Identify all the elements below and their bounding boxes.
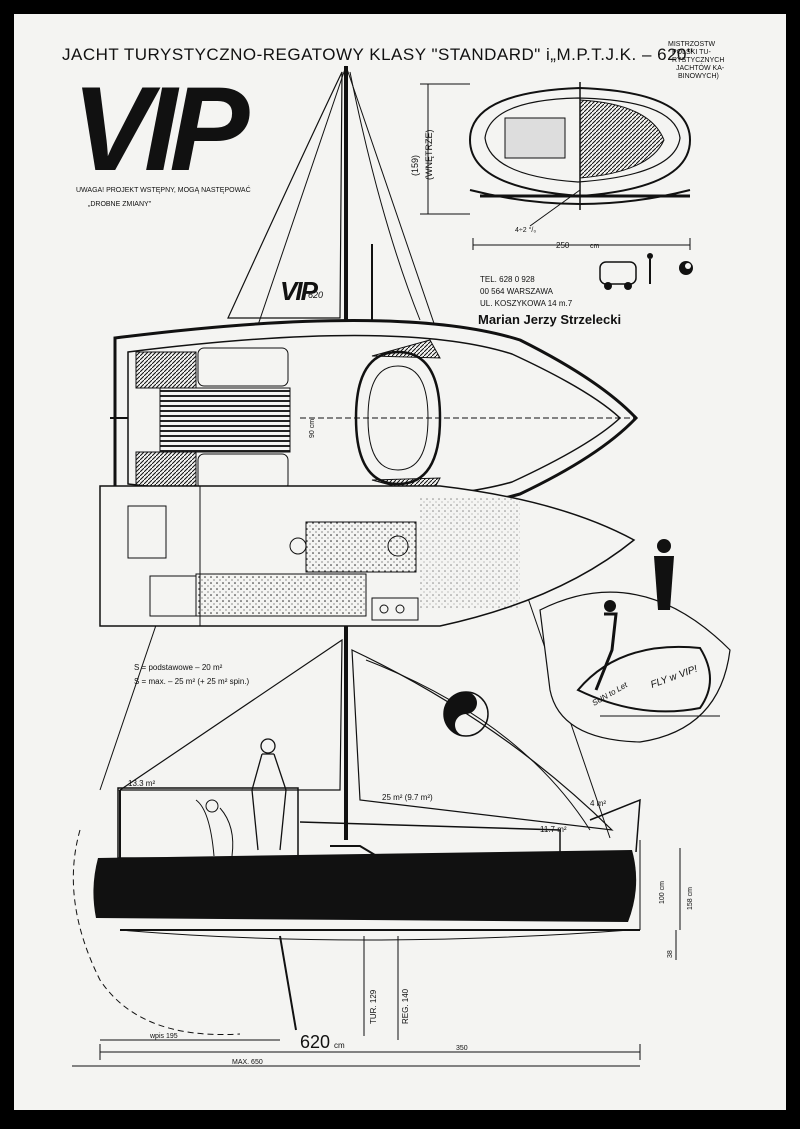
svg-text:BINOWYCH): BINOWYCH) <box>678 73 719 80</box>
section-interior: (WNĘTRZE) <box>424 130 434 181</box>
crew-figure <box>251 738 287 851</box>
svg-text:RYSTYCZNYCH: RYSTYCZNYCH <box>672 57 724 64</box>
note-line2: „DROBNE ZMIANY" <box>88 201 152 208</box>
plan-beam: 90 cm <box>309 419 316 438</box>
contact-phone: TEL. 628 0 928 <box>480 275 535 284</box>
sail-area-max: S = max. – 25 m² (+ 25 m² spin.) <box>134 677 249 686</box>
section-height: (159) <box>410 155 420 176</box>
hull-illustration: FLY w VIP! SUN to Let <box>539 539 731 743</box>
sail-area-genoa: 25 m² (9.7 m²) <box>382 793 433 802</box>
height-total: 158 cm <box>687 887 694 910</box>
keel-base: wpis 195 <box>149 1033 178 1040</box>
deck-plan: 90 cm <box>110 318 639 514</box>
section-width: 250 <box>556 241 570 250</box>
length-unit: cm <box>334 1041 345 1050</box>
badge-text: MISTRZOSTW POLSKI TU- RYSTYCZNYCH JACHTÓ… <box>668 41 725 80</box>
length-value: 620 <box>300 1032 330 1052</box>
vip-logo: VIP <box>72 62 250 196</box>
lwl-value: MAX. 650 <box>232 1059 263 1066</box>
sail-plan: S = podstawowe – 20 m² S = max. – 25 m² … <box>118 638 614 834</box>
svg-text:620: 620 <box>308 290 323 300</box>
hull-profile <box>72 787 641 1040</box>
scale-figures <box>599 253 693 290</box>
svg-text:JACHTÓW KA-: JACHTÓW KA- <box>676 63 725 72</box>
sail-area-storm: 4 m² <box>590 799 606 808</box>
sail-logo: VIP 620 <box>280 276 323 306</box>
draft-tour: TUR. 129 <box>369 989 378 1024</box>
upper-sail <box>227 71 343 319</box>
designer-name: Marian Jerzy Strzelecki <box>478 312 621 327</box>
hull-dimensions: 620 cm MAX. 650 wpis 195 350 TUR. 129 RE… <box>72 840 694 1067</box>
stern-value: 350 <box>456 1045 468 1052</box>
section-angle: 4÷2 °/₀ <box>515 226 536 234</box>
freeboard: 100 cm <box>659 881 666 904</box>
draft-reg: REG. 140 <box>401 988 410 1024</box>
sail-area-main: 13.3 m² <box>128 779 155 788</box>
header-title: JACHT TURYSTYCZNO-REGATOWY KLASY "STANDA… <box>62 45 694 64</box>
contact-street: UL. KOSZYKOWA 14 m.7 <box>480 299 573 308</box>
svg-text:VIP: VIP <box>280 276 319 306</box>
section-unit: cm <box>590 243 600 250</box>
svg-text:MISTRZOSTW: MISTRZOSTW <box>668 41 715 48</box>
note-line1: UWAGA! PROJEKT WSTĘPNY, MOGĄ NASTĘPOWAĆ <box>76 185 251 194</box>
section-view: (159) (WNĘTRZE) 4÷2 °/₀ 250 cm <box>410 82 692 250</box>
sail-area-base: S = podstawowe – 20 m² <box>134 663 223 672</box>
contact-postcode: 00 564 WARSZAWA <box>480 287 554 296</box>
small-dim: 38 <box>667 950 674 958</box>
interior-layout <box>99 485 636 627</box>
svg-text:POLSKI TU-: POLSKI TU- <box>672 49 711 56</box>
